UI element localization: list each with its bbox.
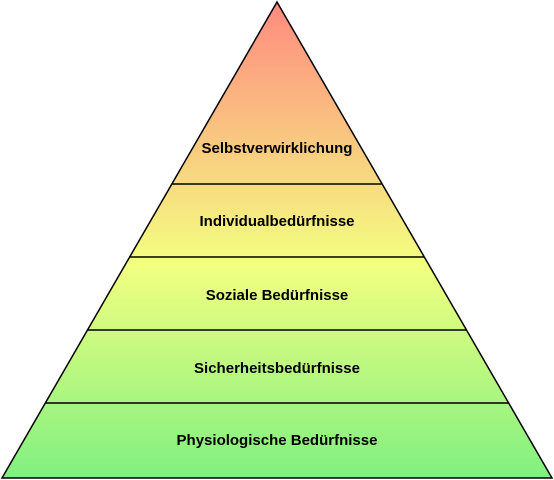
level-label-selbstverwirklichung: Selbstverwirklichung [202,140,353,157]
level-label-physiologische-beduerfnisse: Physiologische Bedürfnisse [177,432,378,449]
level-label-soziale-beduerfnisse: Soziale Bedürfnisse [206,287,349,304]
level-label-sicherheitsbeduerfnisse: Sicherheitsbedürfnisse [194,360,360,377]
level-label-individualbeduerfnisse: Individualbedürfnisse [199,213,354,230]
